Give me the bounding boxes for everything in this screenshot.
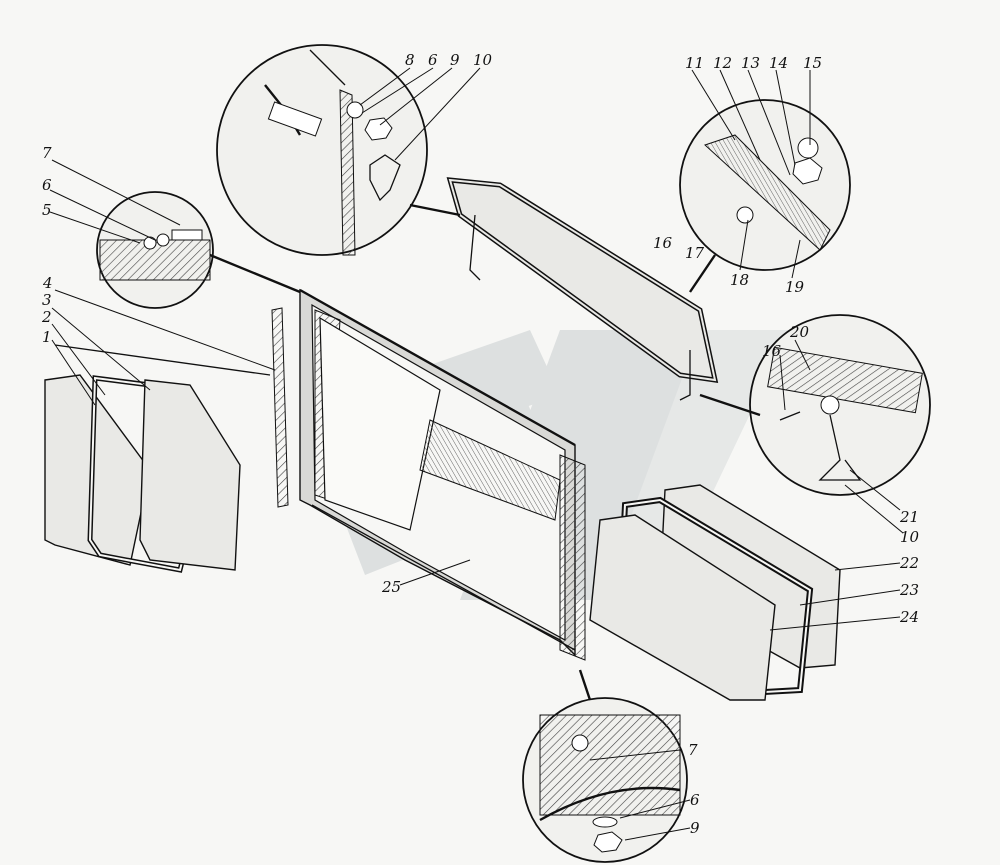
detail-circle-left-screw [96,191,214,309]
connector-lines [54,203,761,701]
label-15: 15 [803,54,822,72]
label-17: 17 [685,244,705,262]
door-frame [299,288,586,661]
leader-lines [49,67,904,841]
detail-circle-top-hinge [216,44,428,256]
label-24: 24 [899,608,919,626]
label-16-lock: 16 [762,342,782,360]
seal-strip-4 [271,307,289,508]
label-1: 1 [42,328,52,346]
label-12: 12 [713,54,732,72]
part-labels: 1 2 3 4 5 6 7 8 6 9 10 11 12 13 14 15 16… [41,51,920,837]
label-19: 19 [785,278,805,296]
label-6-bottom: 6 [690,791,700,809]
label-6: 6 [42,176,52,194]
label-9-top: 9 [450,51,460,69]
label-2: 2 [41,308,52,326]
label-8: 8 [405,51,415,69]
label-21: 21 [899,508,919,526]
left-window-glass-3 [139,379,241,571]
label-23: 23 [899,581,919,599]
label-11: 11 [685,54,704,72]
label-6-top: 6 [428,51,438,69]
detail-circle-vent-pivot [679,99,851,271]
right-window-glass-24 [589,514,776,701]
label-3: 3 [42,291,52,309]
label-18: 18 [730,271,749,289]
label-10-lock: 10 [900,528,920,546]
label-4: 4 [42,274,53,292]
label-14: 14 [769,54,788,72]
label-10-top: 10 [473,51,493,69]
detail-circle-bottom-bolt [522,697,688,863]
label-9-bottom: 9 [690,819,700,837]
label-13: 13 [741,54,760,72]
label-5: 5 [42,201,52,219]
label-25: 25 [381,578,401,596]
label-7-bottom: 7 [688,741,698,759]
label-20: 20 [789,323,810,341]
label-22: 22 [899,554,919,572]
left-window-glass-1 [44,374,151,566]
label-7: 7 [42,144,52,162]
label-16-vent: 16 [653,234,673,252]
